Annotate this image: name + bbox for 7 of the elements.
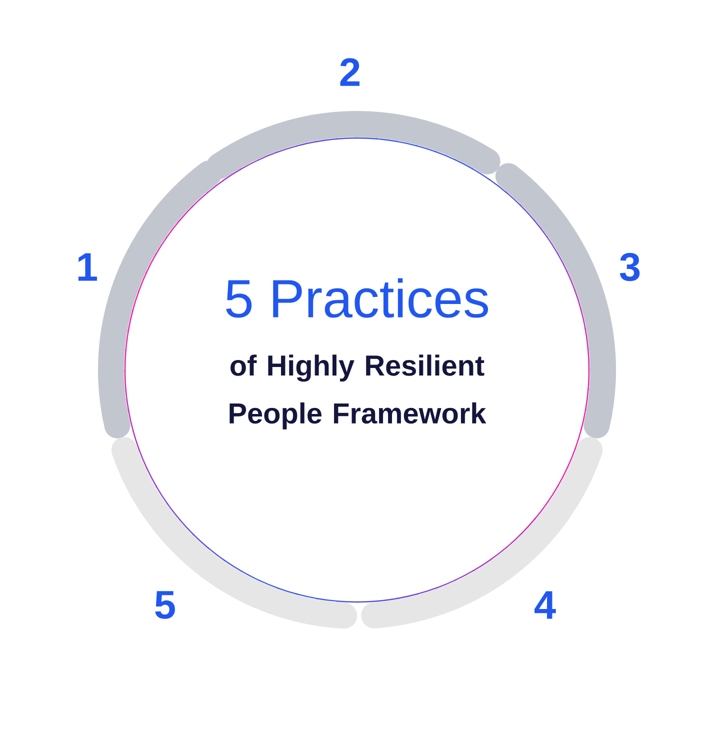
segment-number: 1 <box>78 253 97 281</box>
subtitle-text: of Highly Resilient People Framework <box>230 354 486 430</box>
segment-number: 2 <box>340 58 360 86</box>
segment-number: 4 <box>534 591 556 619</box>
segment-number: 5 <box>155 591 175 619</box>
title-text: 5 Practices <box>226 278 488 318</box>
segment-number: 3 <box>620 252 640 282</box>
